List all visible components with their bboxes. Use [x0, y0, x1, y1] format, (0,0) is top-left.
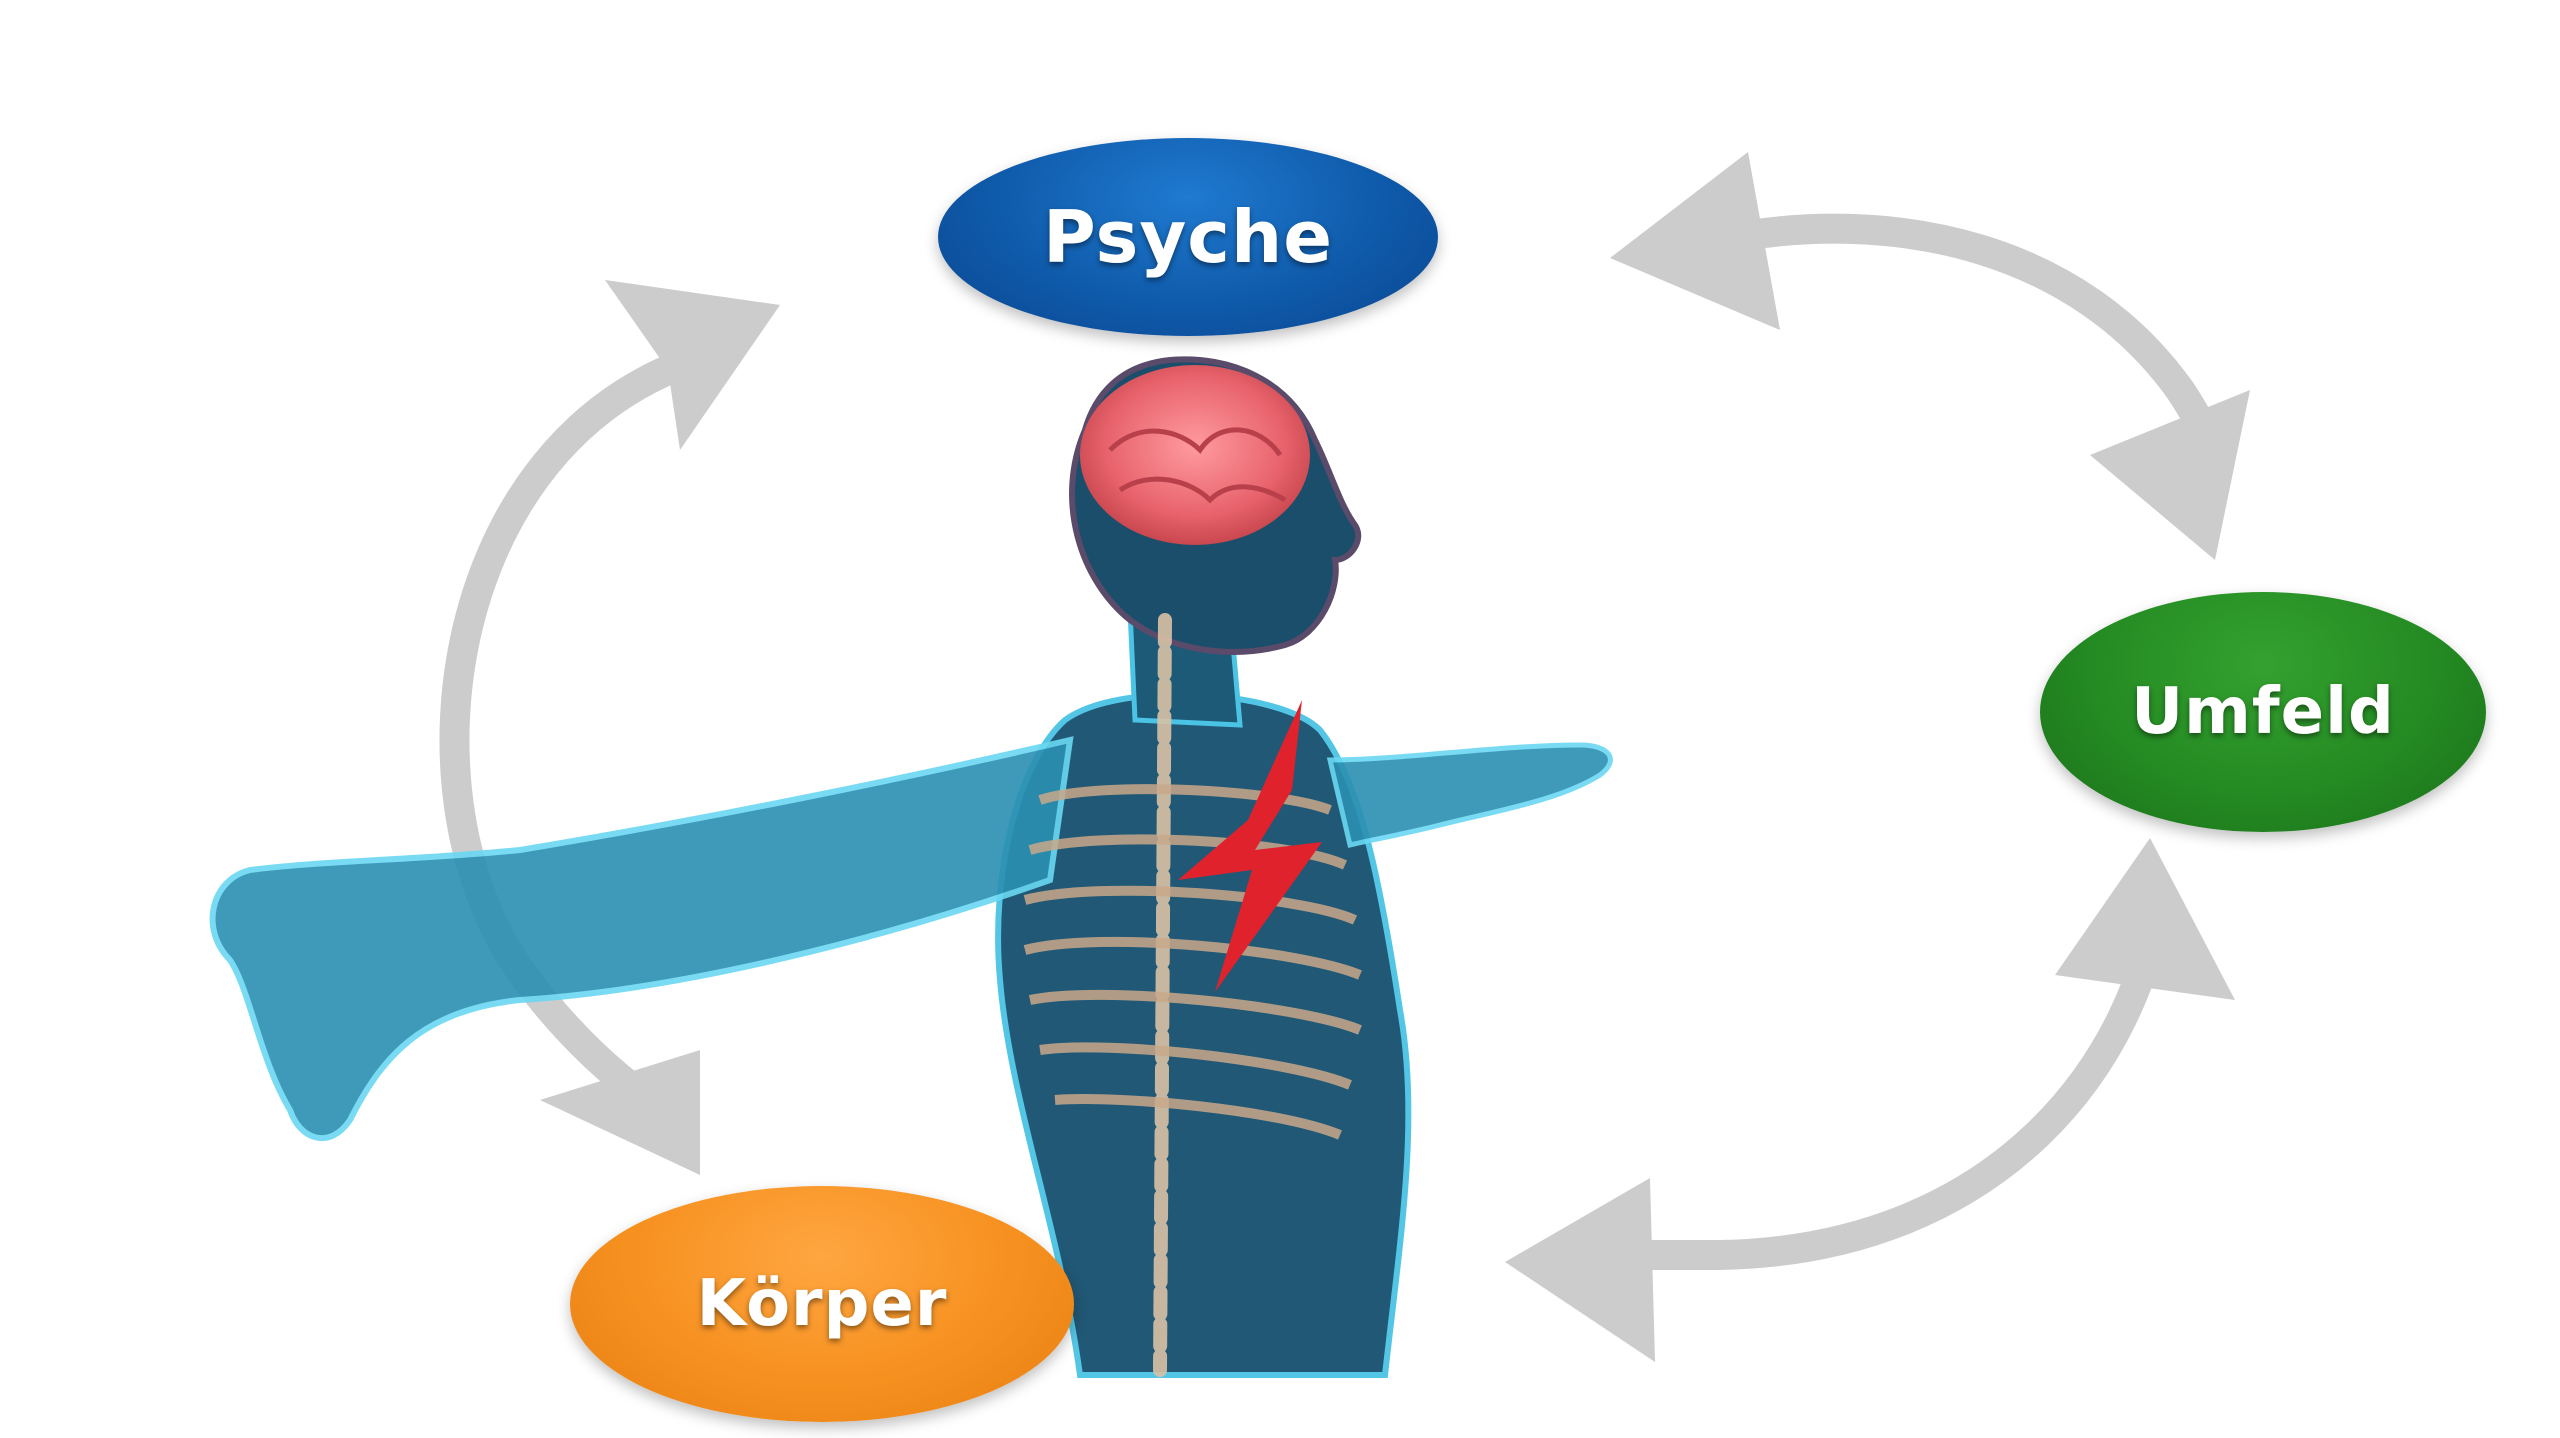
human-xray-figure: [209, 356, 1613, 1378]
arrow-head-to-umfeld-bottom: [2055, 838, 2235, 1000]
arrow-head-to-umfeld-top: [2090, 390, 2250, 560]
node-koerper-label: Körper: [696, 1267, 948, 1341]
node-umfeld: Umfeld: [2040, 592, 2486, 832]
node-umfeld-label: Umfeld: [2131, 675, 2395, 749]
node-psyche: Psyche: [938, 138, 1438, 336]
lightning-bolt-icon: [1178, 700, 1322, 992]
arrow-head-to-koerper-right: [1505, 1178, 1655, 1362]
node-psyche-label: Psyche: [1042, 195, 1334, 279]
arrow-psyche-koerper: [439, 350, 695, 1125]
arrow-umfeld-koerper: [1625, 875, 2175, 1271]
arrow-head-to-psyche-right: [1610, 152, 1780, 330]
arrow-head-to-koerper: [540, 1050, 700, 1175]
arrow-head-to-psyche: [605, 280, 780, 450]
brain-icon: [1080, 365, 1310, 545]
arrow-psyche-umfeld: [1705, 213, 2230, 485]
node-koerper: Körper: [570, 1186, 1074, 1422]
